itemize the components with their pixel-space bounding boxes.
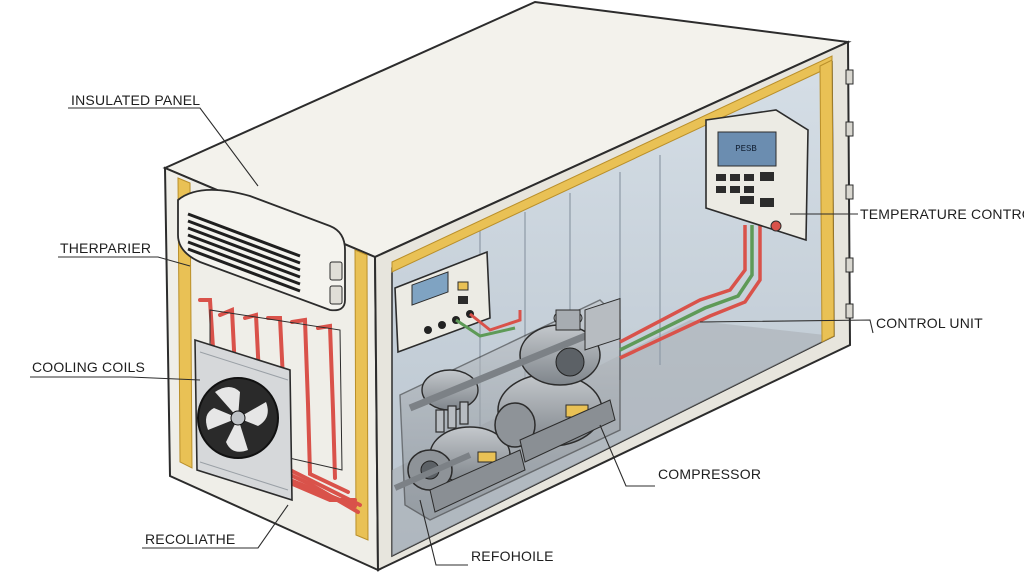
compressor-assembly: [393, 297, 621, 521]
temperature-control-unit: PESB: [705, 109, 809, 242]
indicator-lamp: [770, 220, 782, 232]
callout-temperature-control-unit: TEMPERATURE CONTROL UNIT: [860, 206, 1024, 222]
fan-blades: [206, 387, 268, 452]
callout-control-unit: CONTROL UNIT: [876, 315, 983, 331]
control-wiring: [455, 310, 522, 338]
callout-insulated-panel: INSULATED PANEL: [71, 92, 201, 108]
motor-label-plate: [477, 451, 497, 463]
temperature-display: [717, 131, 777, 167]
interior-floor: [392, 320, 834, 556]
condenser-fan-unit: [194, 338, 293, 502]
leader-lines: [30, 107, 874, 566]
door-hinges: [845, 69, 854, 319]
callout-compressor: COMPRESSOR: [658, 466, 762, 482]
evaporator-unit: [177, 188, 346, 312]
callout-refohoile: REFOHOILE: [471, 548, 554, 564]
evaporator-grille: [187, 212, 301, 293]
callout-recoliathe: RECOLIATHE: [145, 531, 236, 547]
temperature-display-text: PESB: [735, 144, 757, 154]
callout-therparier: THERPARIER: [60, 240, 152, 256]
control-unit-panel: [394, 250, 491, 354]
refrigerant-lines: [619, 225, 762, 360]
callout-cooling-coils: COOLING COILS: [32, 359, 146, 375]
